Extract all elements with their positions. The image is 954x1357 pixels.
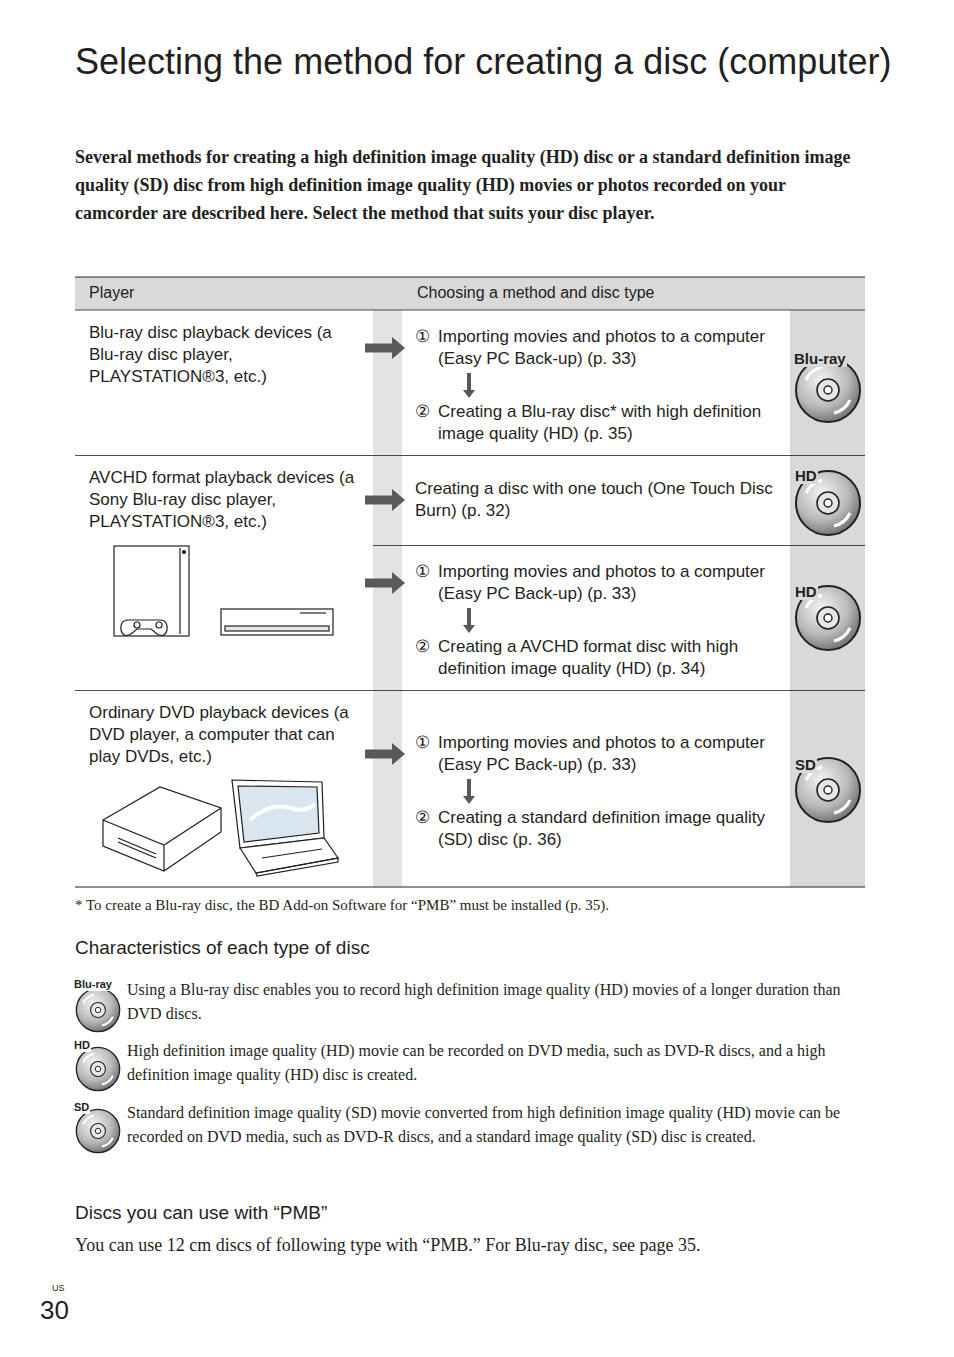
flow-arrow (365, 572, 405, 594)
intro-paragraph: Several methods for creating a high defi… (75, 143, 865, 227)
page-number: 30 (40, 1296, 69, 1324)
disc-description: Standard definition image quality (SD) m… (127, 1101, 862, 1149)
step-number: ② (415, 807, 438, 851)
cell-text: Importing movies and photos to a compute… (438, 561, 765, 605)
table-grounds (75, 277, 865, 887)
cell-text: Creating a standard definition image qua… (438, 807, 765, 851)
table-rules (75, 277, 865, 887)
flow-arrow (365, 496, 395, 505)
disc-type-label: SD (73, 1101, 90, 1114)
flow-arrow (392, 337, 405, 359)
body-text: You can use 12 cm discs of following typ… (75, 1233, 875, 1257)
method-step: ①Importing movies and photos to a comput… (415, 732, 765, 776)
disc-description: Using a Blu-ray disc enables you to reco… (127, 978, 862, 1026)
flow-arrow (365, 489, 405, 511)
disc-type-label: SD (794, 756, 817, 773)
cell-text: Importing movies and photos to a compute… (438, 732, 765, 776)
disc-type-label: HD (794, 467, 818, 484)
disc-type-label: Blu-ray (793, 350, 847, 367)
flow-arrow (467, 779, 471, 798)
region-code: US (52, 1283, 65, 1293)
method-step: Creating a disc with one touch (One Touc… (415, 478, 775, 522)
flow-arrow (365, 579, 395, 588)
flow-arrow (463, 608, 475, 633)
section-heading: Discs you can use with “PMB” (75, 1201, 775, 1225)
cell-text: AVCHD format playback devices (a Sony Bl… (89, 467, 359, 533)
flow-arrow (392, 489, 405, 511)
method-step: ①Importing movies and photos to a comput… (415, 561, 765, 605)
flow-arrow (365, 750, 395, 759)
flow-arrow (463, 796, 475, 804)
step-number: ① (415, 732, 438, 776)
method-step: ②Creating a standard definition image qu… (415, 807, 765, 851)
disc-description: High definition image quality (HD) movie… (127, 1039, 862, 1087)
cell-text: Creating a disc with one touch (One Touc… (415, 478, 775, 522)
flow-arrow (392, 572, 405, 594)
flow-arrow (463, 625, 475, 633)
flow-arrow (392, 743, 405, 765)
flow-arrow (463, 390, 475, 398)
method-step: ①Importing movies and photos to a comput… (415, 326, 765, 370)
step-number: ② (415, 636, 438, 680)
disc-type-label: HD (794, 583, 818, 600)
step-number: ① (415, 326, 438, 370)
table-header: Choosing a method and disc type (417, 283, 777, 303)
disc-icons (76, 358, 860, 1153)
disc-type-label: HD (73, 1039, 91, 1052)
cell-text: Creating a Blu-ray disc* with high defin… (438, 401, 765, 445)
step-number: ① (415, 561, 438, 605)
footnote: * To create a Blu-ray disc, the BD Add-o… (75, 895, 875, 915)
cell-text: Creating a AVCHD format disc with high d… (438, 636, 765, 680)
player-cell: AVCHD format playback devices (a Sony Bl… (89, 467, 359, 533)
cell-text: Importing movies and photos to a compute… (438, 326, 765, 370)
method-step: ②Creating a AVCHD format disc with high … (415, 636, 765, 680)
flow-arrow (467, 608, 471, 627)
flow-arrow (365, 337, 405, 359)
flow-arrow (467, 373, 471, 392)
step-number: ② (415, 401, 438, 445)
page-title: Selecting the method for creating a disc… (75, 41, 895, 83)
player-cell: Blu-ray disc playback devices (a Blu-ray… (89, 322, 359, 388)
player-cell: Ordinary DVD playback devices (a DVD pla… (89, 702, 359, 768)
flow-arrow (365, 344, 395, 353)
flow-arrow (365, 743, 405, 765)
disc-type-label: Blu-ray (73, 978, 113, 991)
flow-arrow (463, 779, 475, 804)
flow-arrow (463, 373, 475, 398)
section-heading: Characteristics of each type of disc (75, 936, 775, 960)
cell-text: Ordinary DVD playback devices (a DVD pla… (89, 702, 359, 768)
cell-text: Blu-ray disc playback devices (a Blu-ray… (89, 322, 359, 388)
method-step: ②Creating a Blu-ray disc* with high defi… (415, 401, 765, 445)
table-header: Player (89, 283, 359, 303)
